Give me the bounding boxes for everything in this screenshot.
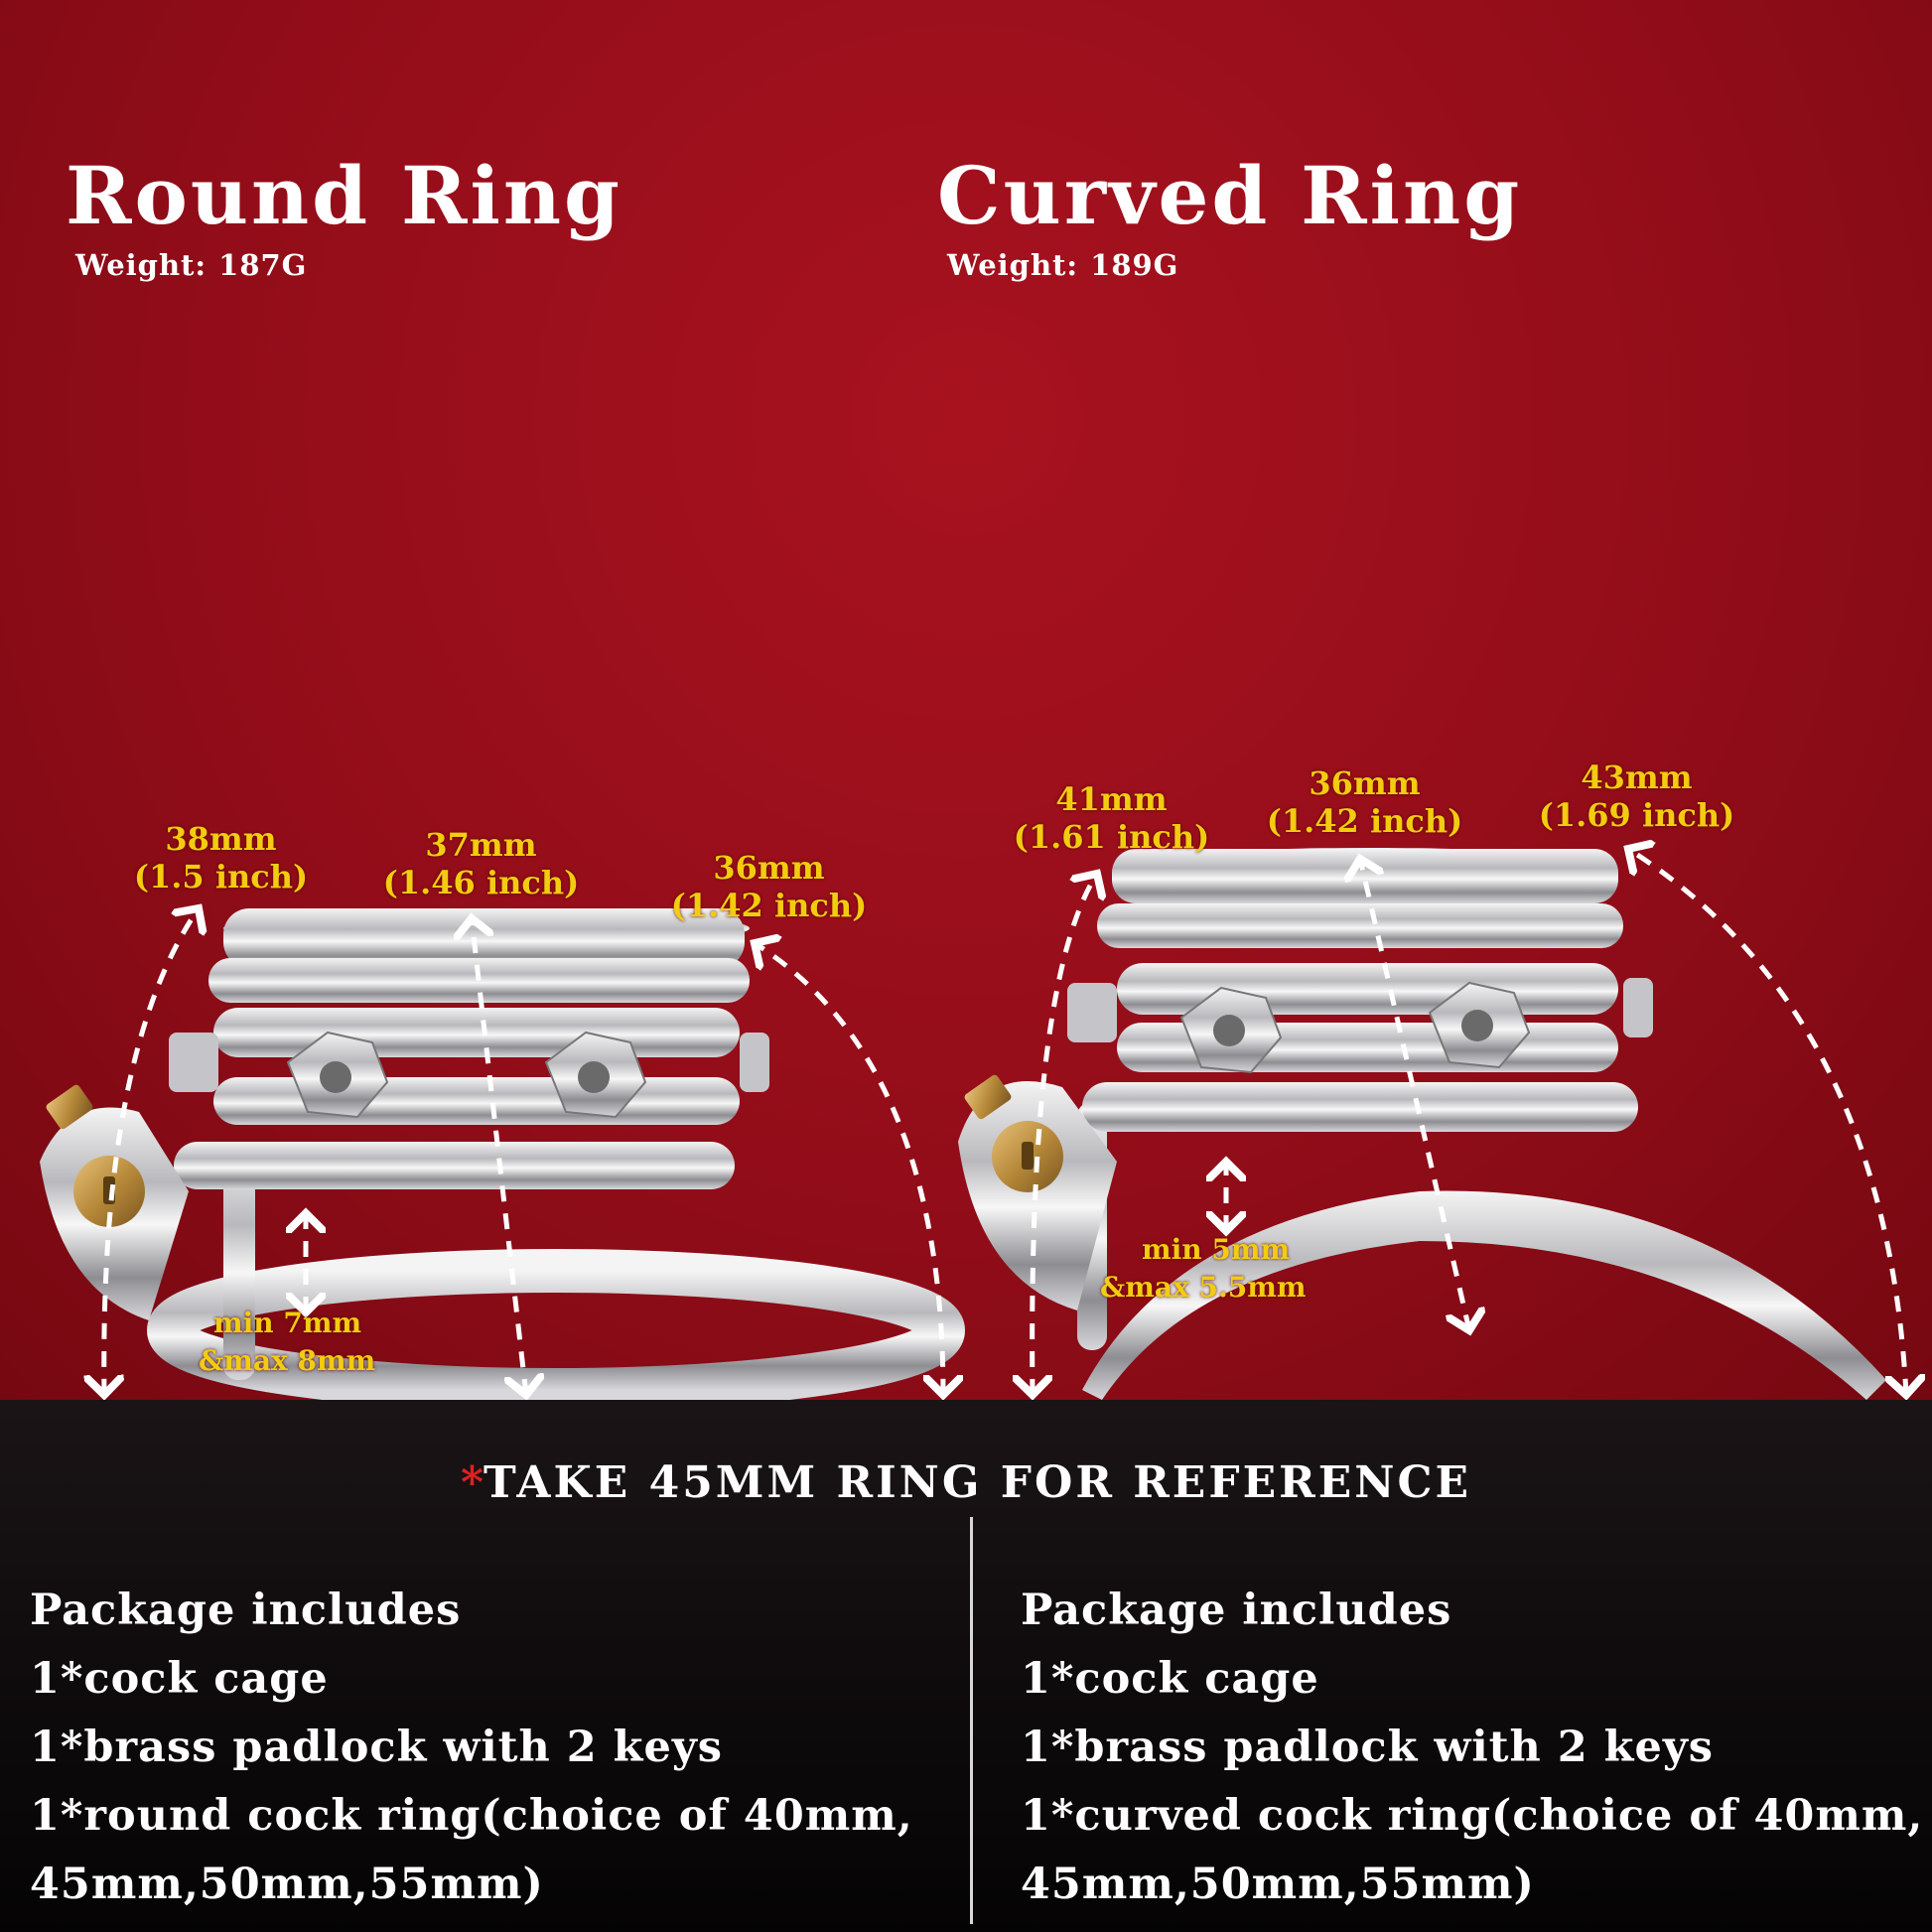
dimension-mm: 37mm — [425, 826, 537, 864]
product-illustration — [40, 0, 1932, 1400]
ring-gap-label: min 5mm &max 5.5mm — [1100, 1231, 1306, 1307]
package-item: 1*brass padlock with 2 keys — [1021, 1723, 1715, 1772]
dimension-inch: (1.61 inch) — [1013, 818, 1210, 856]
asterisk: * — [460, 1457, 483, 1508]
dimension-label: 36mm (1.42 inch) — [657, 849, 881, 924]
column-divider — [970, 1517, 973, 1924]
ring-gap-label: min 7mm &max 8mm — [199, 1305, 375, 1380]
dimension-mm: 36mm — [1309, 764, 1421, 802]
hex-bolt-icon — [544, 1031, 647, 1119]
package-list-round: Package includes 1*cock cage 1*brass pad… — [30, 1577, 913, 1919]
dimension-label: 43mm (1.69 inch) — [1525, 759, 1748, 834]
package-item: 45mm,50mm,55mm) — [1021, 1860, 1535, 1909]
package-item: 1*brass padlock with 2 keys — [30, 1723, 724, 1772]
gap-max: &max 8mm — [199, 1344, 376, 1377]
dimension-inch: (1.69 inch) — [1538, 796, 1735, 834]
hex-bolt-icon — [1179, 986, 1283, 1074]
round-ring-title: Round Ring — [66, 149, 622, 242]
dimension-mm: 41mm — [1055, 780, 1168, 818]
gap-min: min 5mm — [1142, 1233, 1291, 1266]
package-item: 45mm,50mm,55mm) — [30, 1860, 544, 1909]
dimension-inch: (1.42 inch) — [1266, 802, 1463, 840]
package-item: 1*round cock ring(choice of 40mm, — [30, 1791, 913, 1841]
dimension-label: 38mm (1.5 inch) — [119, 820, 323, 896]
round-ring-weight: Weight: 187G — [75, 248, 307, 282]
package-heading: Package includes — [1021, 1586, 1452, 1635]
curved-ring-weight: Weight: 189G — [947, 248, 1178, 282]
package-item: 1*curved cock ring(choice of 40mm, — [1021, 1791, 1924, 1841]
dimension-label: 41mm (1.61 inch) — [1005, 780, 1218, 856]
info-panel — [0, 1400, 1932, 1932]
round-ring-cage — [40, 908, 965, 1400]
reference-note: *TAKE 45MM RING FOR REFERENCE — [0, 1457, 1932, 1508]
dimension-inch: (1.46 inch) — [382, 864, 580, 901]
weight-label: Weight: — [75, 248, 207, 282]
dimension-inch: (1.5 inch) — [133, 858, 309, 896]
reference-text: TAKE 45MM RING FOR REFERENCE — [483, 1457, 1472, 1508]
package-item: 1*cock cage — [1021, 1654, 1319, 1704]
gap-max: &max 5.5mm — [1100, 1271, 1307, 1304]
dimension-mm: 38mm — [165, 820, 277, 858]
package-list-curved: Package includes 1*cock cage 1*brass pad… — [1021, 1577, 1923, 1919]
dimension-mm: 43mm — [1581, 759, 1693, 796]
measurement-arrow-icon — [104, 849, 1906, 1395]
gap-min: min 7mm — [213, 1307, 362, 1339]
package-heading: Package includes — [30, 1586, 462, 1635]
package-item: 1*cock cage — [30, 1654, 329, 1704]
weight-value: 189G — [1090, 248, 1179, 282]
dimension-mm: 36mm — [713, 849, 825, 887]
curved-ring-title: Curved Ring — [937, 149, 1523, 242]
curved-ring-cage — [958, 848, 1886, 1400]
weight-value: 187G — [218, 248, 308, 282]
dimension-label: 37mm (1.46 inch) — [369, 826, 593, 901]
dimension-inch: (1.42 inch) — [670, 887, 868, 924]
hex-bolt-icon — [286, 1031, 389, 1119]
dimension-label: 36mm (1.42 inch) — [1253, 764, 1476, 840]
weight-label: Weight: — [947, 248, 1079, 282]
